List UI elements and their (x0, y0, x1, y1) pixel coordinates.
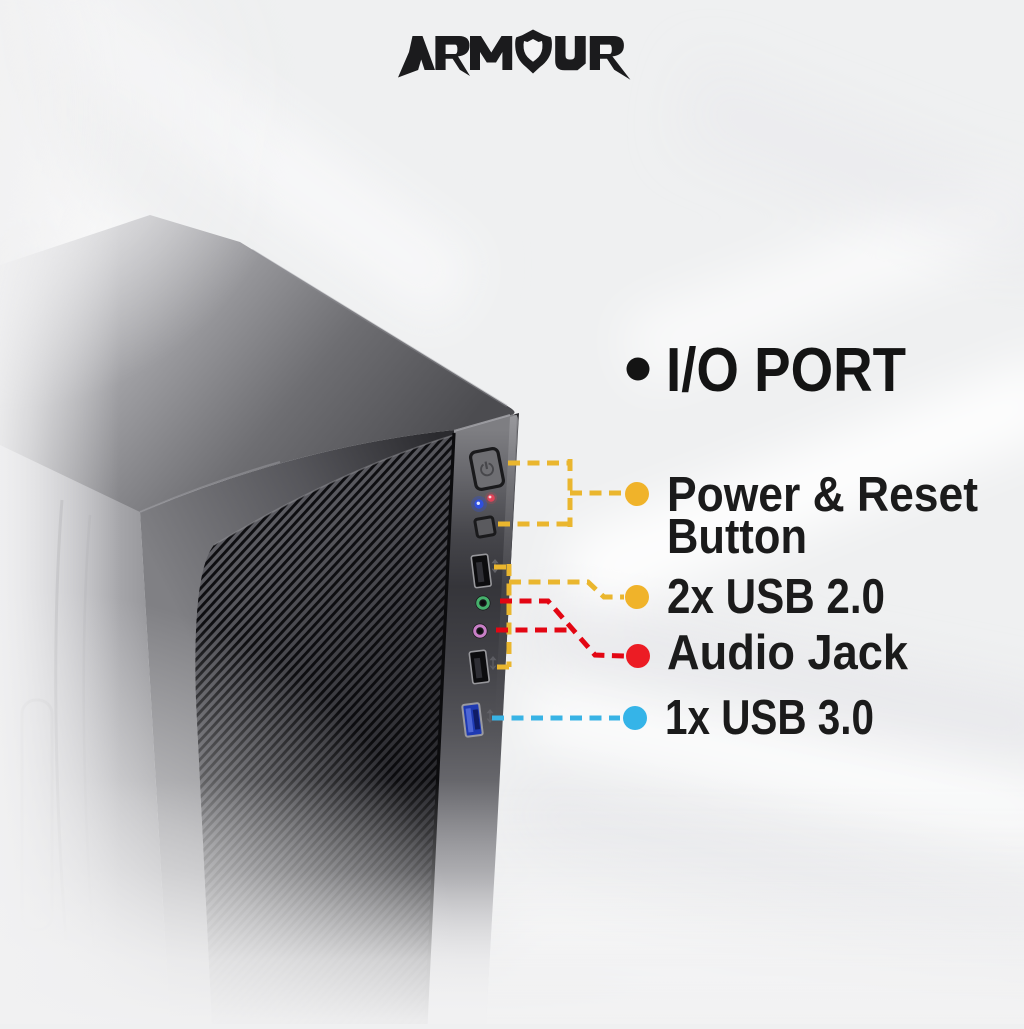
svg-text:Audio Jack: Audio Jack (667, 626, 909, 680)
svg-text:1x USB 3.0: 1x USB 3.0 (665, 691, 874, 745)
svg-text:2x USB 2.0: 2x USB 2.0 (667, 570, 885, 624)
svg-text:I/O PORT: I/O PORT (666, 336, 906, 405)
svg-text:Power & Reset: Power & Reset (667, 468, 978, 522)
svg-text:Button: Button (667, 510, 807, 564)
